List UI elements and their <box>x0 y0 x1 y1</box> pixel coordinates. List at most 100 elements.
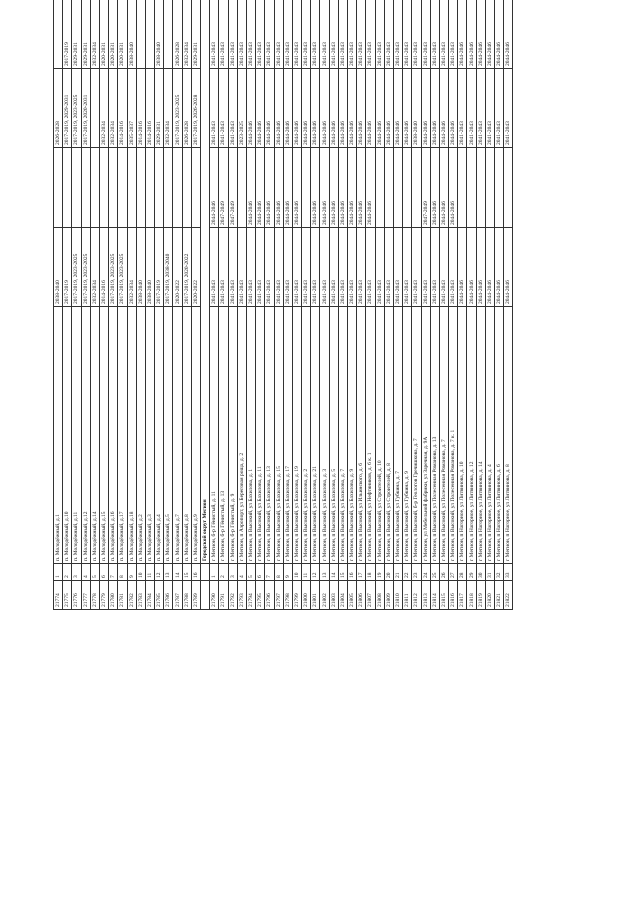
cell-row-number: 12 <box>154 563 164 581</box>
cell-period-4: 2041-2043 <box>338 0 348 69</box>
cell-period-2: 2044-2046 <box>439 147 449 228</box>
cell-period-3: 2044-2046 <box>255 68 265 148</box>
cell-address: п. Молодёжный, д.12 <box>81 306 91 564</box>
cell-period-1: 2041-2043 <box>356 227 366 307</box>
cell-row-id: 21798 <box>283 580 293 610</box>
cell-period-2: 2047-2049 <box>421 147 431 228</box>
cell-period-4: 2029-2031 <box>71 0 82 69</box>
cell-row-number: 25 <box>430 563 440 581</box>
cell-address: г Мегион, п Высокий, ул Губкина, д. 9 <box>402 306 412 564</box>
cell-period-4: 2020-2031 <box>117 0 127 69</box>
cell-row-number: 20 <box>384 563 394 581</box>
cell-period-2 <box>457 147 467 228</box>
cell-period-3: 2044-2046 <box>356 68 366 148</box>
cell-row-id: 21781 <box>117 580 127 610</box>
cell-period-1: 2044-2046 <box>494 227 504 307</box>
cell-period-2 <box>237 147 247 228</box>
cell-address: г Мегион, п Высокий, ул Бахилова, д. 13 <box>264 306 274 564</box>
cell-row-id: 21785 <box>154 580 164 610</box>
cell-period-4: 2041-2043 <box>237 0 247 69</box>
cell-period-1: 2017-2019, 2020-2022 <box>182 227 192 307</box>
cell-period-2 <box>301 147 311 228</box>
cell-period-4: 2041-2043 <box>448 0 458 69</box>
cell-address: г Мегион, п Высокий, ул Бахилова, д. 9 <box>347 306 357 564</box>
cell-period-2 <box>90 147 100 228</box>
cell-period-3: 2032-2034 <box>99 68 109 148</box>
cell-row-id: 21814 <box>430 580 440 610</box>
cell-address: г Мегион, п Высокий, ул Бахилова, д. 3 <box>319 306 330 564</box>
cell-period-2: 2044-2046 <box>329 147 339 228</box>
cell-address: г Мегион, п Высокий, ул Бахилова, д. 1 <box>246 306 256 564</box>
cell-row-id: 21820 <box>485 580 495 610</box>
cell-period-2 <box>163 147 173 228</box>
cell-period-2 <box>53 147 63 228</box>
cell-period-1: 2041-2043 <box>329 227 339 307</box>
cell-period-4: 2017-2019 <box>62 0 72 69</box>
cell-row-number: 7 <box>108 563 118 581</box>
cell-period-2 <box>117 147 127 228</box>
cell-period-2 <box>485 147 495 228</box>
cell-period-1: 2041-2043 <box>228 227 238 307</box>
cell-address: г Мегион, п Высокий, ул Бахилова, д. 11 <box>255 306 265 564</box>
cell-period-2: 2044-2046 <box>338 147 348 228</box>
cell-period-1: 2038-2040 <box>53 227 63 307</box>
cell-row-number: 6 <box>99 563 109 581</box>
cell-address: г Мегион, п Высокий, ул Строителей, д. 8 <box>384 306 394 564</box>
cell-row-number: 15 <box>182 563 192 581</box>
cell-address: п. Молодёжный, д.9 <box>191 306 201 564</box>
cell-period-2 <box>402 147 412 228</box>
cell-period-1: 2014-2016 <box>99 227 109 307</box>
cell-period-1: 2041-2043 <box>421 227 431 307</box>
cell-period-3: 2044-2046 <box>365 68 376 148</box>
cell-row-number: 3 <box>228 563 238 581</box>
cell-period-3: 2044-2046 <box>421 68 431 148</box>
cell-row-id: 21821 <box>494 580 504 610</box>
section-title: Городской округ Мегион <box>200 0 210 564</box>
cell-period-3: 2014-2016 <box>145 68 155 148</box>
cell-row-id: 21817 <box>457 580 467 610</box>
cell-address: п. Молодёжный, д.18 <box>127 306 137 564</box>
cell-period-1: 2041-2043 <box>255 227 265 307</box>
cell-row-id: 21792 <box>228 580 238 610</box>
cell-row-number: 10 <box>292 563 302 581</box>
cell-address: г Мегион, п Высокий, ул Полесенная Роман… <box>430 306 440 564</box>
cell-row-id: 21822 <box>503 580 513 610</box>
cell-period-4: 2041-2043 <box>439 0 449 69</box>
cell-period-4: 2041-2043 <box>356 0 366 69</box>
cell-row-id: 21811 <box>402 580 412 610</box>
cell-row-id: 21786 <box>163 580 173 610</box>
cell-row-number: 22 <box>402 563 412 581</box>
cell-row-id: 21784 <box>145 580 155 610</box>
cell-period-2: 2044-2046 <box>283 147 293 228</box>
cell-row-number: 11 <box>301 563 311 581</box>
cell-row-number: 27 <box>448 563 458 581</box>
cell-period-3: 2041-2043 <box>457 68 467 148</box>
cell-period-3: 2044-2046 <box>439 68 449 148</box>
cell-period-2: 2044-2046 <box>319 147 330 228</box>
cell-period-3: 2035-2037 <box>127 68 137 148</box>
cell-row-number: 2 <box>218 563 229 581</box>
cell-address: п. Молодёжный, д.7 <box>172 306 183 564</box>
cell-row-id: 21787 <box>172 580 183 610</box>
cell-period-3: 2041-2043 <box>485 68 495 148</box>
cell-period-1: 2017-2019 <box>154 227 164 307</box>
cell-period-2: 2044-2046 <box>347 147 357 228</box>
cell-row-id: 21818 <box>466 580 477 610</box>
cell-period-1: 2041-2043 <box>292 227 302 307</box>
cell-row-id: 21797 <box>274 580 284 610</box>
cell-period-1: 2041-2043 <box>310 227 320 307</box>
cell-period-4 <box>163 0 173 69</box>
